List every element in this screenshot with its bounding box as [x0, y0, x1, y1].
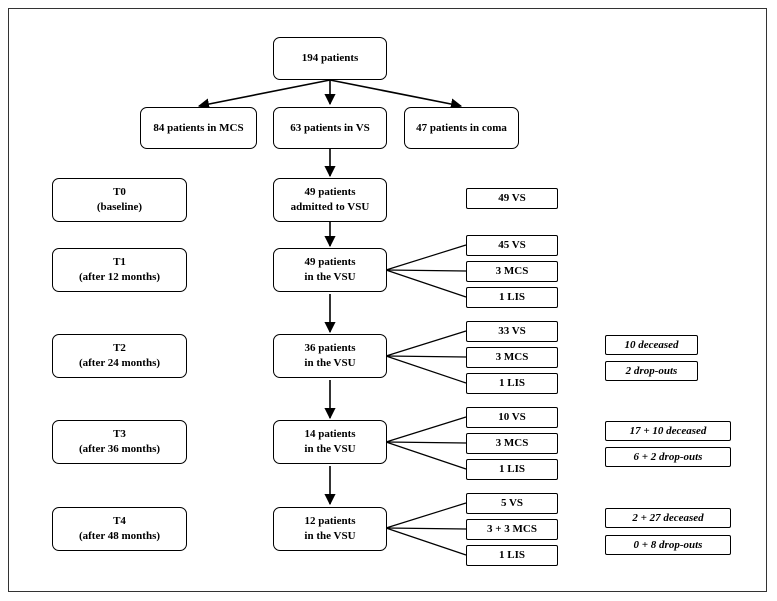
- center-line1: 12 patients: [304, 515, 356, 527]
- root-box: 194 patients: [273, 37, 387, 80]
- time-code: T0: [113, 186, 126, 198]
- center-box-t0: 49 patients admitted to VSU: [273, 178, 387, 222]
- center-line2: in the VSU: [304, 357, 356, 369]
- outcome-t4-mcs: 3 + 3 MCS: [466, 519, 558, 540]
- outcome-t4-vs: 5 VS: [466, 493, 558, 514]
- time-box-t1: T1 (after 12 months): [52, 248, 187, 292]
- center-line2: in the VSU: [304, 443, 356, 455]
- group-mcs-label: 84 patients in MCS: [153, 121, 244, 134]
- center-line1: 14 patients: [304, 428, 356, 440]
- time-desc: (after 48 months): [78, 530, 161, 542]
- time-box-t0: T0 (baseline): [52, 178, 187, 222]
- center-line2: in the VSU: [304, 271, 356, 283]
- outcome-label: 49 VS: [498, 192, 526, 204]
- dropouts-label: 6 + 2 drop-outs: [633, 450, 703, 463]
- deceased-box-t2: 10 deceased: [605, 335, 698, 355]
- deceased-box-t4: 2 + 27 deceased: [605, 508, 731, 528]
- center-line2: in the VSU: [304, 530, 356, 542]
- deceased-label: 2 + 27 deceased: [632, 511, 704, 524]
- dropouts-box-t3: 6 + 2 drop-outs: [605, 447, 731, 467]
- deceased-label: 10 deceased: [624, 338, 679, 351]
- outcome-t0-vs: 49 VS: [466, 188, 558, 209]
- outcome-t2-mcs: 3 MCS: [466, 347, 558, 368]
- outcome-label: 45 VS: [498, 239, 526, 251]
- outcome-label: 3 + 3 MCS: [487, 523, 537, 535]
- center-line1: 49 patients: [304, 186, 356, 198]
- deceased-box-t3: 17 + 10 deceased: [605, 421, 731, 441]
- outcome-label: 1 LIS: [499, 377, 525, 389]
- time-box-t4: T4 (after 48 months): [52, 507, 187, 551]
- outcome-label: 3 MCS: [495, 437, 529, 449]
- outcome-label: 1 LIS: [499, 291, 525, 303]
- outcome-label: 1 LIS: [499, 549, 525, 561]
- outcome-label: 3 MCS: [495, 351, 529, 363]
- time-desc: (after 12 months): [78, 271, 161, 283]
- deceased-label: 17 + 10 deceased: [629, 424, 707, 437]
- dropouts-box-t4: 0 + 8 drop-outs: [605, 535, 731, 555]
- outcome-t1-mcs: 3 MCS: [466, 261, 558, 282]
- arrow-root-to-mcs: [197, 79, 331, 110]
- outcome-label: 5 VS: [500, 497, 524, 509]
- dropouts-box-t2: 2 drop-outs: [605, 361, 698, 381]
- outcome-label: 10 VS: [498, 411, 526, 423]
- group-coma-box: 47 patients in coma: [404, 107, 519, 149]
- time-desc: (baseline): [96, 201, 143, 213]
- group-mcs-box: 84 patients in MCS: [140, 107, 257, 149]
- arrow-root-to-coma: [329, 79, 463, 110]
- outcome-label: 33 VS: [498, 325, 526, 337]
- root-label: 194 patients: [301, 52, 359, 64]
- center-box-t1: 49 patients in the VSU: [273, 248, 387, 292]
- time-code: T1: [113, 256, 126, 268]
- outcome-t3-lis: 1 LIS: [466, 459, 558, 480]
- outcome-t2-lis: 1 LIS: [466, 373, 558, 394]
- outcome-label: 3 MCS: [495, 265, 529, 277]
- center-box-t4: 12 patients in the VSU: [273, 507, 387, 551]
- center-box-t3: 14 patients in the VSU: [273, 420, 387, 464]
- time-desc: (after 24 months): [78, 357, 161, 369]
- outcome-t3-mcs: 3 MCS: [466, 433, 558, 454]
- time-box-t2: T2 (after 24 months): [52, 334, 187, 378]
- outcome-label: 1 LIS: [499, 463, 525, 475]
- center-box-t2: 36 patients in the VSU: [273, 334, 387, 378]
- dropouts-label: 0 + 8 drop-outs: [633, 538, 703, 551]
- time-desc: (after 36 months): [78, 443, 161, 455]
- time-box-t3: T3 (after 36 months): [52, 420, 187, 464]
- group-vs-box: 63 patients in VS: [273, 107, 387, 149]
- outcome-t2-vs: 33 VS: [466, 321, 558, 342]
- center-line1: 36 patients: [304, 342, 356, 354]
- center-line1: 49 patients: [304, 256, 356, 268]
- time-code: T4: [113, 515, 126, 527]
- outcome-t4-lis: 1 LIS: [466, 545, 558, 566]
- center-line2: admitted to VSU: [290, 201, 370, 213]
- group-coma-label: 47 patients in coma: [416, 121, 507, 134]
- outcome-t1-lis: 1 LIS: [466, 287, 558, 308]
- outcome-t3-vs: 10 VS: [466, 407, 558, 428]
- outcome-t1-vs: 45 VS: [466, 235, 558, 256]
- time-code: T2: [113, 342, 126, 354]
- diagram-frame: [8, 8, 767, 592]
- time-code: T3: [113, 428, 126, 440]
- dropouts-label: 2 drop-outs: [625, 364, 678, 377]
- group-vs-label: 63 patients in VS: [290, 121, 370, 134]
